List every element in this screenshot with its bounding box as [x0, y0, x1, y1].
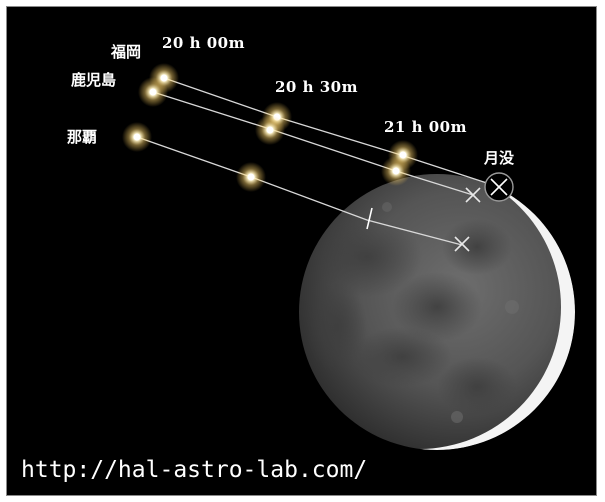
- moonset-marker: [484, 172, 514, 202]
- track-naha: [136, 136, 463, 246]
- star-naha-2030: [236, 162, 266, 192]
- source-url: http://hal-astro-lab.com/: [21, 457, 368, 483]
- label-fukuoka: 福岡: [111, 43, 142, 61]
- track-kagoshima: [152, 91, 474, 196]
- label-time-2100: 21 h 00m: [384, 118, 467, 136]
- x-marker-kagoshima: [465, 187, 481, 203]
- occultation-diagram: [122, 63, 575, 450]
- label-time-2030: 20 h 30m: [275, 78, 358, 96]
- track-fukuoka: [163, 77, 494, 186]
- diagram-frame: 福岡 鹿児島 那覇 20 h 00m 20 h 30m 21 h 00m 月没 …: [6, 6, 597, 496]
- star-positions: [122, 63, 418, 192]
- label-moonset: 月没: [484, 149, 515, 167]
- label-naha: 那覇: [67, 128, 98, 146]
- star-kagoshima-2000: [138, 77, 168, 107]
- label-time-2000: 20 h 00m: [162, 34, 245, 52]
- disappearance-markers: [454, 187, 481, 252]
- star-kagoshima-2100: [381, 156, 411, 186]
- disappearance-tick: [366, 207, 373, 230]
- moon: [299, 174, 575, 450]
- star-naha-2000: [122, 122, 152, 152]
- star-kagoshima-2030: [255, 115, 285, 145]
- moon-crescent: [299, 174, 575, 450]
- label-kagoshima: 鹿児島: [71, 71, 117, 89]
- x-marker-naha: [454, 236, 470, 252]
- occultation-tracks: [136, 77, 494, 246]
